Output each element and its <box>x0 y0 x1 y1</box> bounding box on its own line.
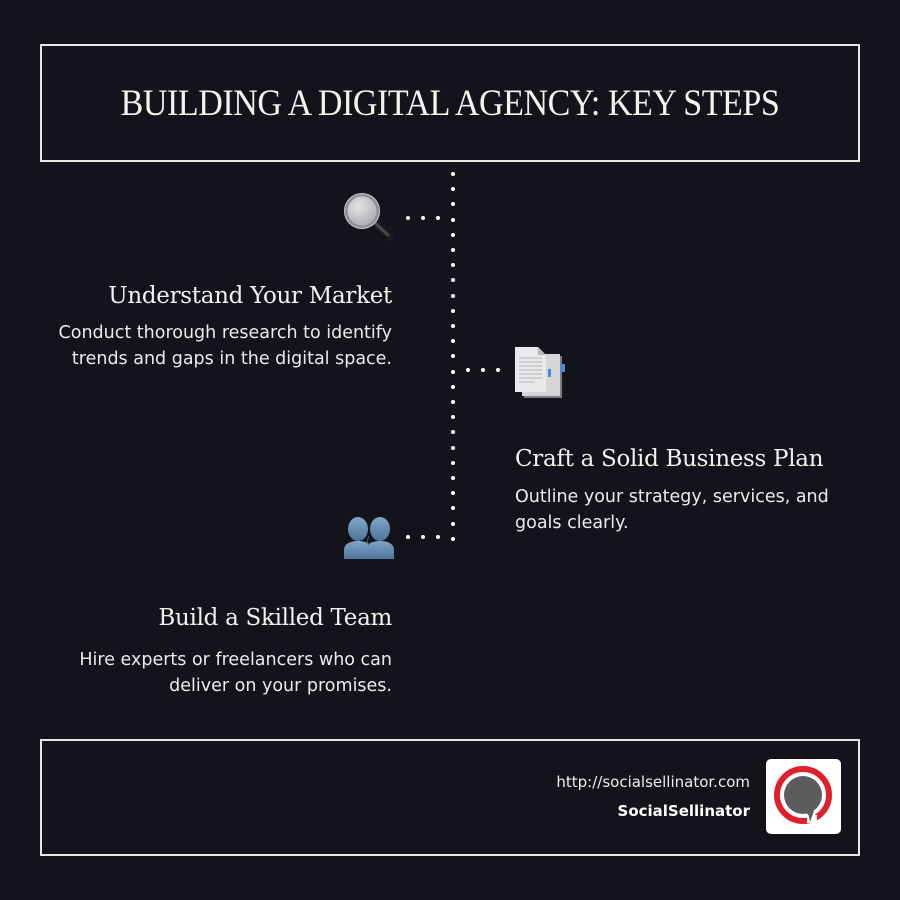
step-2-title: Craft a Solid Business Plan <box>515 446 824 472</box>
step-3-description: Hire experts or freelancers who can deli… <box>79 647 392 699</box>
step-2-description: Outline your strategy, services, and goa… <box>515 484 829 536</box>
magnifying-glass-icon <box>342 192 396 242</box>
step-1-description-line-1: Conduct thorough research to identify <box>58 323 392 343</box>
step-2-description-line-2: goals clearly. <box>515 513 629 533</box>
step-3-title: Build a Skilled Team <box>158 605 392 631</box>
footer-brand-name: SocialSellinator <box>617 802 750 820</box>
step-1-title: Understand Your Market <box>108 283 392 309</box>
document-icon <box>514 346 568 400</box>
step-3-description-line-2: deliver on your promises. <box>169 676 392 696</box>
step-1-description-line-2: trends and gaps in the digital space. <box>71 349 392 369</box>
step-3-description-line-1: Hire experts or freelancers who can <box>79 650 392 670</box>
page-title: BUILDING A DIGITAL AGENCY: KEY STEPS <box>120 82 780 124</box>
footer: http://socialsellinator.com SocialSellin… <box>40 739 860 856</box>
team-silhouettes-icon <box>344 516 396 560</box>
footer-url-link[interactable]: http://socialsellinator.com <box>556 773 750 791</box>
socialsellinator-logo-icon <box>766 759 841 834</box>
timeline-dotted-line <box>451 172 455 542</box>
step-2-description-line-1: Outline your strategy, services, and <box>515 487 829 507</box>
title-box: BUILDING A DIGITAL AGENCY: KEY STEPS <box>40 44 860 162</box>
step-1-description: Conduct thorough research to identify tr… <box>59 320 392 372</box>
